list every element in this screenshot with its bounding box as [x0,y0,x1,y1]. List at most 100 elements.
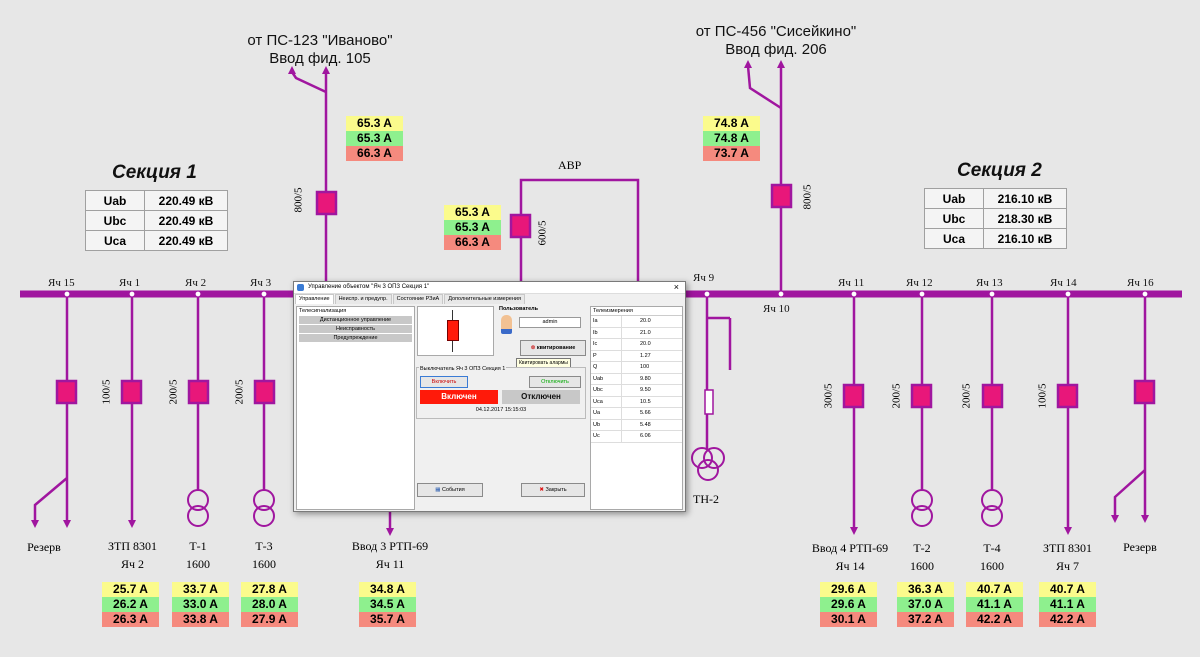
telemetry-value: 5.66 [640,410,651,416]
telemetry-key: P [591,350,622,361]
breaker-input-1 [315,190,338,216]
close-x-icon: ✖ [539,487,546,493]
telemetry-value: 9.50 [640,387,651,393]
ratio-avr: 600/5 [536,220,549,246]
user-name-field: admin [519,317,581,328]
telemetry-value: 1.27 [640,352,651,359]
telesignal-header: Телесигнализация [299,308,347,314]
switch-off-button[interactable]: Отключить [529,376,581,388]
app-icon [297,284,304,291]
telemetry-row: Uab 9.80 [591,373,682,385]
close-icon[interactable]: × [673,282,679,292]
tab-extra-measurements[interactable]: Дополнительные измерения [444,294,525,304]
ack-button[interactable]: ⊗ квитирование [520,340,586,356]
breaker-cell-3 [253,379,276,405]
reserve-right-label: Резерв [1123,540,1157,554]
section-1-title: Секция 1 [112,162,197,183]
cell-label-12: Яч 12 [906,277,933,289]
telemetry-key: Ua [591,408,622,419]
tab-faults[interactable]: Неиспр. и предупр. [334,294,392,304]
breaker-input-2 [770,183,793,209]
feed-2-line1: от ПС-456 "Сисейкино" [695,23,857,40]
switch-on-button[interactable]: Включить [420,376,468,388]
ratio-cell-2: 200/5 [167,379,180,405]
tab-relay-state[interactable]: Состояние РЗиА [392,294,444,304]
ratio-cell-13: 200/5 [960,383,973,409]
state-timestamp: 04.12.2017 15:15:03 [475,407,527,413]
telemetry-key: Ic [591,339,622,350]
breaker-group-title: Выключатель Яч 3 ОПЗ Секция 1 [419,366,507,372]
ratio-cell-12: 200/5 [890,383,903,409]
cell-label-13: Яч 13 [976,277,1003,289]
telemetry-key: Ubc [591,385,622,396]
breaker-avr [509,213,532,239]
cell-label-3: Яч 3 [250,277,272,289]
telemetry-row: Ubc 9.50 [591,385,682,397]
user-avatar-icon [501,315,512,334]
cell-label-10: Яч 10 [763,303,790,315]
dialog-tabs: Управление Неиспр. и предупр. Состояние … [295,294,526,304]
breaker-cell-13 [981,383,1004,409]
tn2-label: ТН-2 [693,492,719,506]
dialog-titlebar[interactable]: Управление объектом "Яч 3 ОПЗ Секция 1" … [294,282,685,294]
feed-1-line1: от ПС-123 "Иваново" [247,32,393,49]
tn-fuse [704,389,714,415]
breaker-cell-1 [120,379,143,405]
telemetry-row: Ua 5.66 [591,408,682,420]
telemetry-key: Ia [591,316,622,327]
cell-label-2: Яч 2 [185,277,207,289]
telemetry-value: 9.80 [640,375,651,382]
telemetry-row: Uca 10.5 [591,396,682,408]
telemetry-key: Q [591,362,622,373]
ratio-cell-1: 100/5 [100,379,113,405]
tab-control[interactable]: Управление [295,294,334,304]
ratio-cell-3: 200/5 [233,379,246,405]
ratio-input-2: 800/5 [801,184,814,210]
control-dialog[interactable]: Управление объектом "Яч 3 ОПЗ Секция 1" … [293,281,686,512]
telemetry-key: Uab [591,373,622,384]
breaker-cell-12 [910,383,933,409]
ack-icon: ⊗ [530,345,537,351]
telemetry-row: P 1.27 [591,350,682,362]
cell-label-15: Яч 15 [48,277,75,289]
breaker-control-group: Выключатель Яч 3 ОПЗ Секция 1 Включить О… [416,366,586,419]
telemetry-value: 10.5 [640,398,651,405]
ratio-cell-11: 300/5 [822,383,835,409]
breaker-state-icon [417,306,494,356]
reserve-left-label: Резерв [27,540,61,554]
telemetry-header: Телеизмерения [591,307,682,316]
telemetry-key: Ub [591,419,622,430]
telemetry-key: Uca [591,396,622,407]
events-button[interactable]: ▦ События [417,483,483,497]
tele-remote-control: Дистанционное управление [299,316,412,324]
cell-label-16: Яч 16 [1127,277,1154,289]
telemetry-value: 21.0 [640,329,651,336]
cell-label-1: Яч 1 [119,277,141,289]
close-button[interactable]: ✖ Закрыть [521,483,585,497]
input-feed-2-title: от ПС-456 "Сисейкино" Ввод фид. 206 [686,23,866,59]
